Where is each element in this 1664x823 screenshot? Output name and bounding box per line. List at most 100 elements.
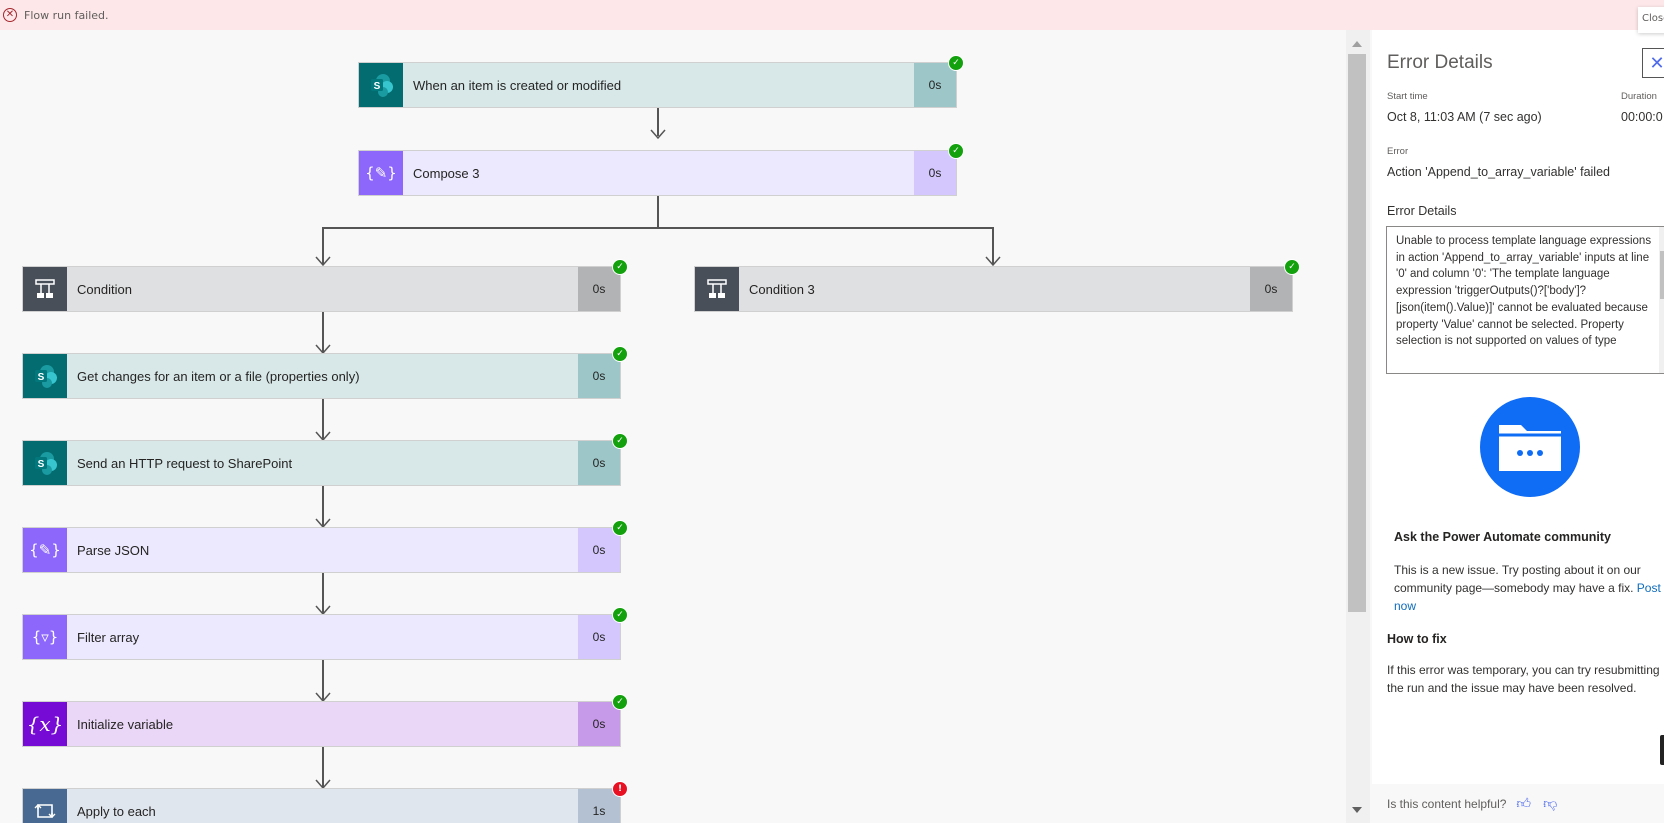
- variable-icon: {x}: [23, 702, 67, 746]
- step-duration: 0s: [578, 441, 620, 485]
- flow-step-condition[interactable]: Condition 0s✓: [22, 259, 628, 312]
- textarea-scrollbar[interactable]: [1659, 227, 1664, 373]
- step-label: Condition 3: [749, 281, 815, 297]
- step-duration: 0s: [1250, 267, 1292, 311]
- success-check-icon: ✓: [948, 55, 964, 71]
- error-circle-icon: ✕: [3, 8, 17, 22]
- flow-step-send-an-http-request-to-sharepoint[interactable]: S Send an HTTP request to SharePoint 0s✓: [22, 433, 628, 486]
- partial-icon: [1660, 735, 1664, 765]
- error-details-textarea[interactable]: Unable to process template language expr…: [1386, 226, 1664, 374]
- step-label: Apply to each: [77, 803, 156, 819]
- svg-text:S: S: [374, 81, 381, 92]
- step-duration: 0s: [578, 615, 620, 659]
- flow-step-parse-json[interactable]: {✎} Parse JSON 0s✓: [22, 520, 628, 573]
- flow-step-condition-3[interactable]: Condition 3 0s✓: [694, 259, 1300, 312]
- step-label: Send an HTTP request to SharePoint: [77, 455, 293, 471]
- sharepoint-icon: S: [23, 441, 67, 485]
- success-check-icon: ✓: [612, 607, 628, 623]
- connector: [322, 312, 324, 353]
- step-duration: 1s: [578, 789, 620, 823]
- step-label: Filter array: [77, 629, 140, 645]
- step-label: Parse JSON: [77, 542, 150, 558]
- step-duration: 0s: [914, 63, 956, 107]
- error-value: Action 'Append_to_array_variable' failed: [1387, 165, 1610, 179]
- sharepoint-icon: S: [23, 354, 67, 398]
- flow-step-apply-to-each[interactable]: Apply to each 1s!: [22, 781, 628, 823]
- data-operation-icon: {✎}: [23, 528, 67, 572]
- close-button[interactable]: ✕: [1642, 48, 1664, 78]
- error-alert-icon: !: [612, 781, 628, 797]
- success-check-icon: ✓: [612, 520, 628, 536]
- step-label: When an item is created or modified: [413, 77, 622, 93]
- success-check-icon: ✓: [612, 433, 628, 449]
- success-check-icon: ✓: [612, 694, 628, 710]
- connector: [657, 196, 659, 228]
- connector: [322, 227, 324, 265]
- feedback-question: Is this content helpful?: [1387, 796, 1507, 811]
- data-operation-icon: {✎}: [359, 151, 403, 195]
- success-check-icon: ✓: [612, 346, 628, 362]
- canvas-scrollbar[interactable]: [1346, 30, 1370, 823]
- step-duration: 0s: [914, 151, 956, 195]
- close-tooltip: Close: [1638, 7, 1664, 33]
- success-check-icon: ✓: [1284, 259, 1300, 275]
- feedback-bar: Is this content helpful? 👍︎ 👎︎: [1372, 784, 1664, 823]
- flow-step-trigger[interactable]: S When an item is created or modified 0s…: [358, 55, 964, 108]
- step-label: Compose 3: [413, 165, 480, 181]
- connector: [322, 227, 992, 229]
- error-details-panel: Error Details ✕ Start time Oct 8, 11:03 …: [1372, 30, 1664, 823]
- connector: [322, 486, 324, 527]
- community-body: This is a new issue. Try posting about i…: [1394, 563, 1641, 595]
- panel-title: Error Details: [1387, 52, 1493, 73]
- start-time-label: Start time: [1387, 91, 1428, 102]
- connector: [322, 660, 324, 701]
- step-label: Get changes for an item or a file (prope…: [77, 368, 360, 384]
- connector: [322, 399, 324, 440]
- condition-icon: [23, 267, 67, 311]
- svg-text:S: S: [38, 459, 45, 470]
- textarea-scrollbar-thumb[interactable]: [1660, 251, 1664, 299]
- post-it-now-link[interactable]: Post it now: [1394, 581, 1664, 613]
- loop-icon: [23, 789, 67, 823]
- how-to-fix-text: If this error was temporary, you can try…: [1387, 663, 1660, 695]
- connector: [657, 108, 659, 136]
- community-title: Ask the Power Automate community: [1394, 530, 1611, 544]
- connector: [322, 747, 324, 788]
- step-duration: 0s: [578, 702, 620, 746]
- flow-step-filter-array[interactable]: {▿} Filter array 0s✓: [22, 607, 628, 660]
- start-time-value: Oct 8, 11:03 AM (7 sec ago): [1387, 110, 1542, 124]
- flow-canvas: S When an item is created or modified 0s…: [0, 30, 1346, 823]
- step-duration: 0s: [578, 267, 620, 311]
- error-details-label: Error Details: [1387, 204, 1457, 218]
- condition-icon: [695, 267, 739, 311]
- step-label: Condition: [77, 281, 132, 297]
- svg-text:S: S: [38, 372, 45, 383]
- success-check-icon: ✓: [612, 259, 628, 275]
- banner-text: Flow run failed.: [24, 8, 109, 22]
- scroll-down-arrow-icon[interactable]: [1352, 807, 1362, 813]
- step-duration: 0s: [578, 354, 620, 398]
- flow-step-get-changes-for-an-item-or-a-file-properties-only[interactable]: S Get changes for an item or a file (prop…: [22, 346, 628, 399]
- sharepoint-icon: S: [359, 63, 403, 107]
- thumbs-up-icon[interactable]: 👍︎: [1516, 795, 1532, 811]
- flow-step-initialize-variable[interactable]: {x} Initialize variable 0s✓: [22, 694, 628, 747]
- filter-array-icon: {▿}: [23, 615, 67, 659]
- connector: [992, 227, 994, 265]
- connector: [322, 573, 324, 614]
- step-duration: 0s: [578, 528, 620, 572]
- error-details-text: Unable to process template language expr…: [1396, 235, 1652, 348]
- duration-label: Duration: [1621, 91, 1657, 102]
- error-label: Error: [1387, 146, 1409, 157]
- scroll-up-arrow-icon[interactable]: [1352, 41, 1362, 47]
- error-banner: ✕ Flow run failed.: [0, 0, 1664, 30]
- success-check-icon: ✓: [948, 143, 964, 159]
- step-label: Initialize variable: [77, 716, 174, 732]
- close-icon: ✕: [1649, 52, 1664, 74]
- community-text: This is a new issue. Try posting about i…: [1394, 561, 1664, 615]
- flow-step-compose[interactable]: {✎} Compose 3 0s ✓: [358, 143, 964, 196]
- scrollbar-thumb[interactable]: [1348, 54, 1366, 612]
- community-folder-icon: [1480, 397, 1580, 497]
- duration-value: 00:00:0: [1621, 110, 1663, 124]
- how-to-fix-title: How to fix: [1387, 632, 1447, 646]
- thumbs-down-icon[interactable]: 👎︎: [1543, 795, 1558, 811]
